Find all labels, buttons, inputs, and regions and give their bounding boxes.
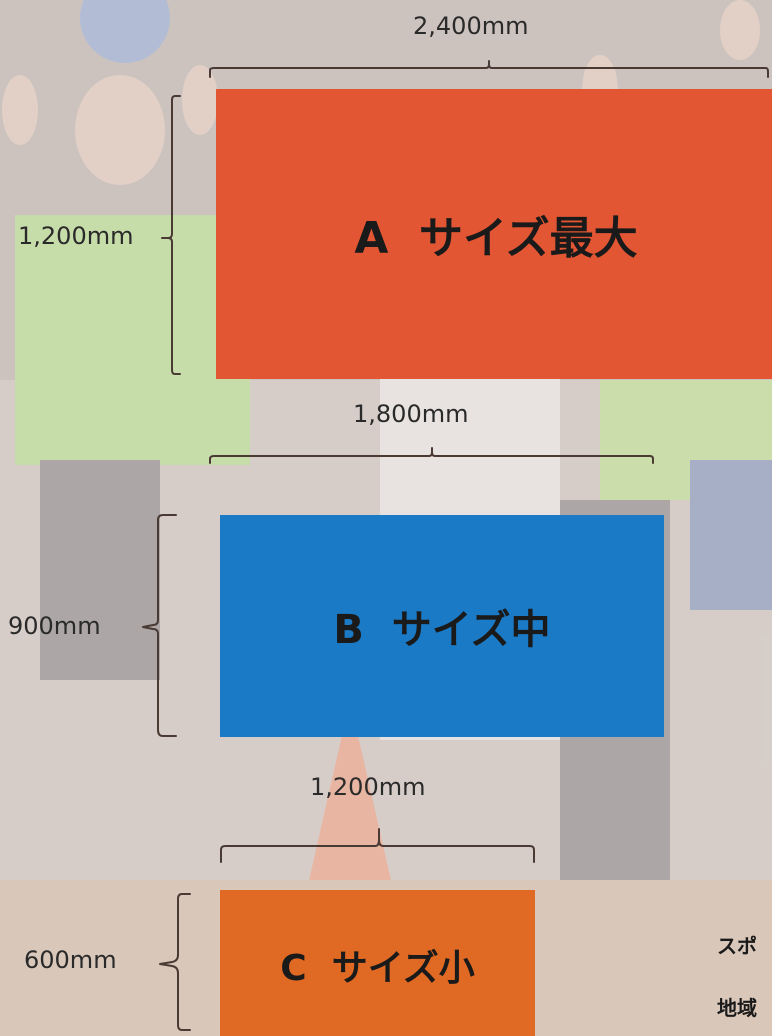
panel-a: A サイズ最大 <box>216 89 772 379</box>
panel-c-label: C サイズ小 <box>280 948 475 989</box>
panel-b-height-label: 900mm <box>8 612 101 640</box>
panel-a-label: A サイズ最大 <box>354 213 638 264</box>
panel-c: C サイズ小 <box>220 890 535 1036</box>
panel-b: B サイズ中 <box>220 515 664 737</box>
panel-c-width-label: 1,200mm <box>310 773 426 801</box>
bracket-b-width <box>209 447 654 464</box>
side-text-line1: スポ <box>717 934 757 958</box>
panel-c-height-label: 600mm <box>24 946 117 974</box>
bracket-a-width <box>209 60 769 78</box>
bracket-a-height <box>161 95 181 375</box>
panel-b-width-label: 1,800mm <box>353 400 469 428</box>
panel-b-label: B サイズ中 <box>333 607 551 653</box>
panel-a-width-label: 2,400mm <box>413 12 529 40</box>
side-text-line2: 地域 <box>717 996 757 1020</box>
bracket-c-height <box>159 893 191 1031</box>
bracket-c-width <box>220 828 535 863</box>
panel-a-height-label: 1,200mm <box>18 222 134 250</box>
bracket-b-height <box>142 514 177 737</box>
